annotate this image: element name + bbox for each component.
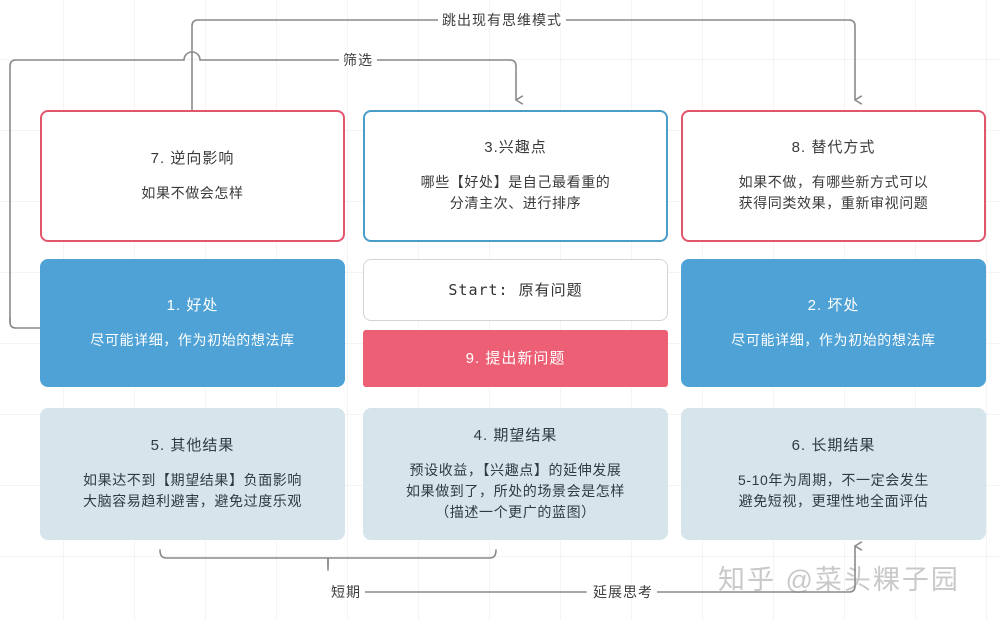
node-subtitle: 5-10年为周期，不一定会发生避免短视，更理性地全面评估 [737,472,930,509]
node-subtitle: 哪些【好处】是自己最看重的分清主次、进行排序 [420,174,611,211]
node-title: 5. 其他结果 [150,437,235,454]
wire-filter-tail [9,317,41,329]
node-drawbacks[interactable]: 2. 坏处 尽可能详细，作为初始的想法库 [681,259,986,387]
node-subtitle: 预设收益，【兴趣点】的延伸发展如果做到了，所处的场景会是怎样（描述一个更广的蓝图… [406,461,625,520]
node-title: 4. 期望结果 [473,426,558,444]
node-expected-outcomes[interactable]: 4. 期望结果 预设收益，【兴趣点】的延伸发展如果做到了，所处的场景会是怎样（描… [363,408,668,540]
node-other-outcomes[interactable]: 5. 其他结果 如果达不到【期望结果】负面影响大脑容易趋利避害，避免过度乐观 [40,408,345,540]
node-subtitle: 如果不做会怎样 [141,184,244,201]
node-title: Start: 原有问题 [448,281,583,299]
node-reverse-impact[interactable]: 7. 逆向影响 如果不做会怎样 [40,110,345,242]
node-title: 6. 长期结果 [791,437,876,454]
node-start-original-problem[interactable]: Start: 原有问题 [363,259,668,321]
node-title: 3.兴趣点 [484,139,547,156]
node-subtitle: 如果达不到【期望结果】负面影响大脑容易趋利避害，避免过度乐观 [83,472,302,509]
node-title: 7. 逆向影响 [150,149,235,167]
node-title: 9. 提出新问题 [465,349,566,367]
node-benefits[interactable]: 1. 好处 尽可能详细，作为初始的想法库 [40,259,345,387]
edge-label-short-term: 短期 [327,584,365,600]
node-title: 8. 替代方式 [791,139,876,156]
node-subtitle: 如果不做，有哪些新方式可以获得同类效果，重新审视问题 [738,174,929,211]
edge-label-extended-thinking: 延展思考 [589,584,657,600]
node-long-term-outcomes[interactable]: 6. 长期结果 5-10年为周期，不一定会发生避免短视，更理性地全面评估 [681,408,986,540]
wire-filter-hop [183,51,201,61]
node-alternative-way[interactable]: 8. 替代方式 如果不做，有哪些新方式可以获得同类效果，重新审视问题 [681,110,986,242]
node-interest-point[interactable]: 3.兴趣点 哪些【好处】是自己最看重的分清主次、进行排序 [363,110,668,242]
edge-label-filter: 筛选 [339,52,377,68]
node-subtitle: 尽可能详细，作为初始的想法库 [90,331,295,348]
wire-jump-out [191,19,855,111]
node-title: 2. 坏处 [807,296,860,314]
node-subtitle: 尽可能详细，作为初始的想法库 [731,331,936,348]
edge-label-jump-out: 跳出现有思维模式 [438,12,566,28]
node-title: 1. 好处 [166,296,219,314]
watermark-text: 知乎 @菜头粿子园 [718,565,960,595]
node-new-question[interactable]: 9. 提出新问题 [363,330,668,387]
wire-short-term-bracket [159,549,497,567]
